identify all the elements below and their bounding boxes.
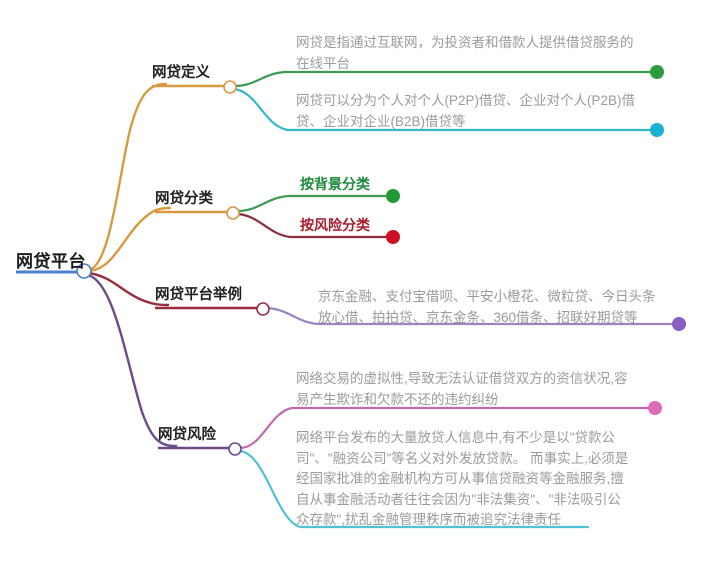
leaf-node-example-list[interactable]: 京东金融、支付宝借呗、平安小橙花、微粒贷、今日头条 放心借、拍拍贷、京东金条、3… bbox=[318, 286, 668, 328]
leaf-node-definition-what[interactable]: 网贷是指通过互联网，为投资者和借款人提供借贷服务的 在线平台 bbox=[296, 32, 656, 74]
leaf-text-by-background: 按背景分类 bbox=[300, 176, 370, 192]
leaf-dot-by-background[interactable] bbox=[386, 189, 400, 203]
branch-label-risks: 网贷风险 bbox=[158, 427, 216, 443]
leaf-dot-by-risk[interactable] bbox=[386, 230, 400, 244]
leaf-node-risk-virtual[interactable]: 网络交易的虚拟性,导致无法认证借贷双方的资信状况,容 易产生欺诈和欠款不还的违约… bbox=[296, 368, 654, 410]
branch-connector-classification[interactable] bbox=[226, 206, 240, 220]
branch-node-classification[interactable]: 网贷分类 bbox=[155, 190, 213, 209]
edge-classification-to-background bbox=[236, 194, 396, 213]
branch-label-examples: 网贷平台举例 bbox=[155, 287, 242, 303]
leaf-node-definition-types[interactable]: 网贷可以分为个人对个人(P2P)借贷、企业对个人(P2B)借 贷、企业对企业(B… bbox=[296, 90, 658, 132]
leaf-text-definition-what: 网贷是指通过互联网，为投资者和借款人提供借贷服务的 在线平台 bbox=[296, 35, 634, 71]
branch-node-risks[interactable]: 网贷风险 bbox=[158, 426, 216, 445]
edge-root-to-classification bbox=[86, 206, 172, 273]
branch-node-examples[interactable]: 网贷平台举例 bbox=[155, 286, 242, 305]
branch-node-definition[interactable]: 网贷定义 bbox=[152, 64, 210, 83]
root-node-label: 网贷平台 bbox=[16, 252, 86, 271]
branch-label-definition: 网贷定义 bbox=[152, 65, 210, 81]
leaf-text-definition-types: 网贷可以分为个人对个人(P2P)借贷、企业对个人(P2B)借 贷、企业对企业(B… bbox=[296, 93, 636, 129]
leaf-text-example-list: 京东金融、支付宝借呗、平安小橙花、微粒贷、今日头条 放心借、拍拍贷、京东金条、3… bbox=[318, 289, 656, 325]
leaf-node-risk-illegal[interactable]: 网络平台发布的大量放贷人信息中,有不少是以"贷款公 司"、"融资公司"等名义对外… bbox=[296, 428, 648, 531]
leaf-node-by-risk[interactable]: 按风险分类 bbox=[300, 216, 370, 235]
leaf-text-risk-virtual: 网络交易的虚拟性,导致无法认证借贷双方的资信状况,容 易产生欺诈和欠款不还的违约… bbox=[296, 371, 628, 407]
leaf-dot-example-list[interactable] bbox=[672, 317, 686, 331]
leaf-node-by-background[interactable]: 按背景分类 bbox=[300, 175, 370, 194]
leaf-text-by-risk: 按风险分类 bbox=[300, 217, 370, 233]
branch-connector-definition[interactable] bbox=[223, 80, 237, 94]
branch-connector-examples[interactable] bbox=[256, 302, 270, 316]
branch-connector-risks[interactable] bbox=[228, 442, 242, 456]
root-node[interactable]: 网贷平台 bbox=[14, 252, 92, 272]
leaf-text-risk-illegal: 网络平台发布的大量放贷人信息中,有不少是以"贷款公 司"、"融资公司"等名义对外… bbox=[296, 430, 629, 527]
edge-root-to-definition bbox=[86, 82, 168, 272]
branch-label-classification: 网贷分类 bbox=[155, 191, 213, 207]
edge-definition-to-what bbox=[232, 70, 662, 88]
